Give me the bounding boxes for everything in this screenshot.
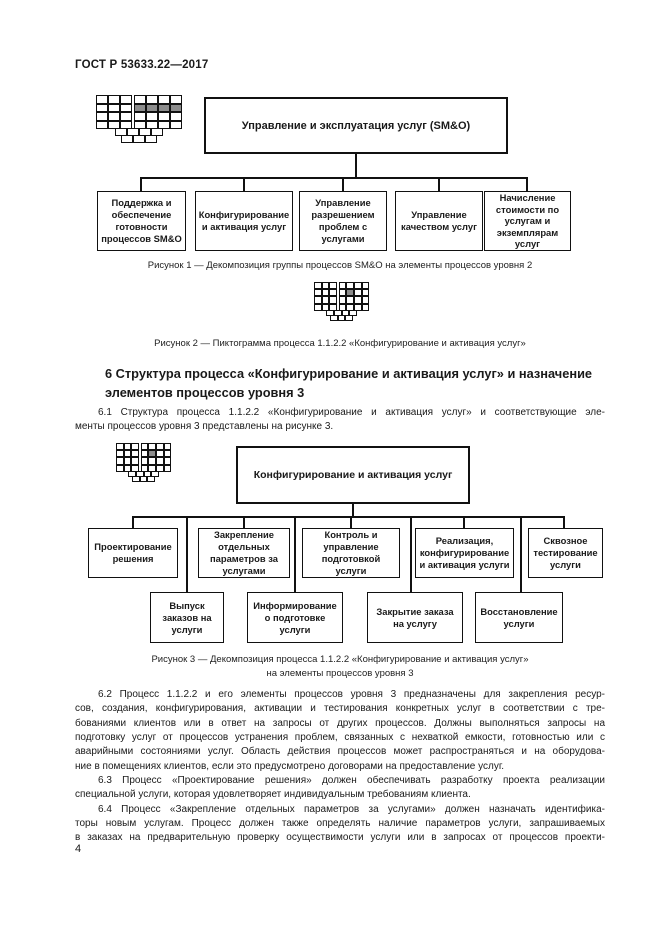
text-line: подготовку услуг от процессов устранения… [75,732,605,744]
connector-line [243,177,245,192]
fig2-process-map-icon [314,282,370,322]
fig3-level3-box: Реализация, конфигурирование и активация… [415,528,514,578]
standard-designation: ГОСТ Р 53633.22—2017 [75,59,209,71]
connector-line [140,177,528,179]
body-text: 6.2 Процесс 1.1.2.2 и его элементы проце… [75,688,605,846]
text-line: аварийными состояниями услуг. Область де… [75,746,605,758]
fig3-level3-box: Закрытие заказа на услугу [367,592,463,643]
paragraph-6-2: 6.2 Процесс 1.1.2.2 и его элементы проце… [75,688,605,774]
fig3-level3-box: Восстановление услуги [475,592,563,643]
text-line: бованиями клиентов или в ответ на запрос… [75,717,605,729]
text-line: специальной услуги, которая удовлетворяе… [75,789,471,801]
fig1-level2-box: Поддержка и обеспечение готовности проце… [97,191,186,251]
paragraph-6-3: 6.3 Процесс «Проектирование решения» дол… [75,774,605,803]
figure2-caption: Рисунок 2 — Пиктограмма процесса 1.1.2.2… [154,338,526,349]
connector-line [463,516,465,529]
text-line: Рисунок 3 — Декомпозиция процесса 1.1.2.… [151,654,529,665]
fig3-root-box: Конфигурирование и активация услуг [236,446,470,504]
fig3-process-map-icon [116,443,172,483]
connector-line [132,516,565,518]
text-line: 6.2 Процесс 1.1.2.2 и его элементы проце… [98,689,605,700]
connector-line [438,177,440,192]
connector-line [342,177,344,192]
fig1-level2-box: Управление разрешением проблем с услугам… [299,191,387,251]
fig1-process-map-icon [96,95,182,143]
connector-line [140,177,142,192]
paragraph-6-1: 6.1 Структура процесса 1.1.2.2 «Конфигур… [75,406,605,435]
figure3-caption: Рисунок 3 — Декомпозиция процесса 1.1.2.… [75,653,605,680]
text-line: элементов процессов уровня 3 [105,385,305,400]
fig1-level2-box: Начисление стоимости по услугам и экземп… [484,191,571,251]
fig3-level3-box: Контроль и управление подготовкой услуги [302,528,400,578]
paragraph-6-4: 6.4 Процесс «Закрепление отдельных парам… [75,803,605,846]
text-line: в заказах на предварительную проверку ос… [75,832,605,844]
connector-line [410,516,412,593]
text-line: ние в помещениях клиентов, если это пред… [75,760,505,772]
text-line: 6.4 Процесс «Закрепление отдельных парам… [98,803,605,815]
fig3-level3-box: Информирование о подготовке услуги [247,592,343,643]
fig3-level3-box: Проектирование решения [88,528,178,578]
text-line: 6 Структура процесса «Конфигурирование и… [105,366,593,381]
text-line: 6.1 Структура процесса 1.1.2.2 «Конфигур… [98,407,605,418]
connector-line [563,516,565,529]
fig3-level3-box: Закрепление отдельных параметров за услу… [198,528,290,578]
connector-line [526,177,528,192]
connector-line [243,516,245,529]
text-line: торы новым услугам. Процесс должен также… [75,818,605,830]
connector-line [186,516,188,593]
figure1-caption: Рисунок 1 — Декомпозиция группы процессо… [147,260,533,271]
connector-line [352,503,354,517]
page-number: 4 [75,843,82,855]
fig3-level3-box: Сквозное тестирование услуги [528,528,603,578]
connector-line [355,153,357,178]
connector-line [132,516,134,529]
text-line: сов, создания, конфигурирования, активац… [75,703,605,715]
fig3-root-box-label: Конфигурирование и активация услуг [253,469,453,481]
fig1-level2-box: Управление качеством услуг [395,191,483,251]
text-line: менты процессов уровня 3 представлены на… [75,421,334,433]
connector-line [520,516,522,593]
section-6-heading: 6 Структура процесса «Конфигурирование и… [105,364,610,402]
fig1-root-box: Управление и эксплуатация услуг (SM&O) [204,97,508,154]
connector-line [294,516,296,593]
connector-line [350,516,352,529]
fig3-level3-box: Выпуск заказов на услуги [150,592,224,643]
text-line: на элементы процессов уровня 3 [266,667,414,679]
text-line: 6.3 Процесс «Проектирование решения» дол… [98,775,605,787]
fig1-level2-box: Конфигурирование и активация услуг [195,191,293,251]
